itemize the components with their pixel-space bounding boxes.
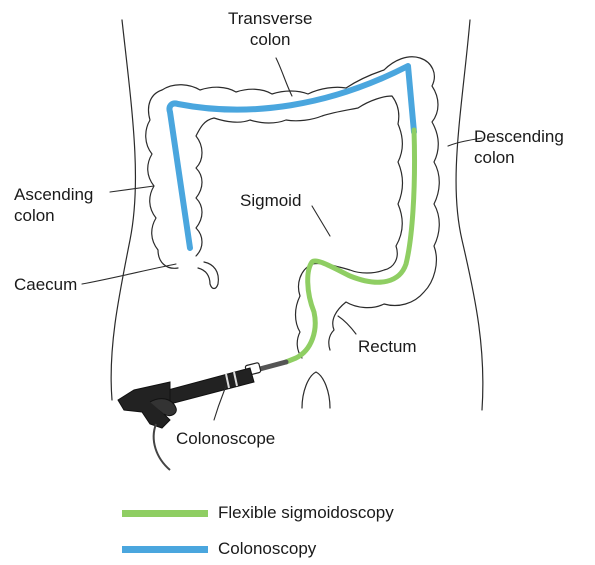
leader-transverse <box>276 58 292 96</box>
legend-item-sigmoidoscopy: Flexible sigmoidoscopy <box>122 502 394 524</box>
body-outline-left <box>111 20 135 400</box>
label-rectum: Rectum <box>358 336 417 357</box>
leader-caecum <box>82 264 176 284</box>
leader-rectum <box>338 316 356 334</box>
colon-inner-contour <box>196 96 403 358</box>
pelvis-notch <box>302 372 330 408</box>
body-outline-right <box>456 20 483 410</box>
legend-label-sigmoidoscopy: Flexible sigmoidoscopy <box>218 503 394 523</box>
leader-sigmoid <box>312 206 330 236</box>
legend-swatch-blue <box>122 546 208 553</box>
label-transverse-colon: Transverse colon <box>228 8 312 50</box>
label-ascending-colon: Ascending colon <box>14 184 93 226</box>
legend-label-colonoscopy: Colonoscopy <box>218 539 316 559</box>
scope-body <box>168 368 254 404</box>
appendix <box>198 262 218 289</box>
label-descending-colon: Descending colon <box>474 126 564 168</box>
leader-ascending <box>110 186 154 192</box>
label-colonoscope: Colonoscope <box>176 428 275 449</box>
label-sigmoid: Sigmoid <box>240 190 301 211</box>
legend-item-colonoscopy: Colonoscopy <box>122 538 316 560</box>
umbilical-cable <box>154 424 170 470</box>
legend-swatch-green <box>122 510 208 517</box>
label-caecum: Caecum <box>14 274 77 295</box>
colonoscope-instrument <box>118 362 286 470</box>
colonoscopy-route <box>169 66 414 248</box>
